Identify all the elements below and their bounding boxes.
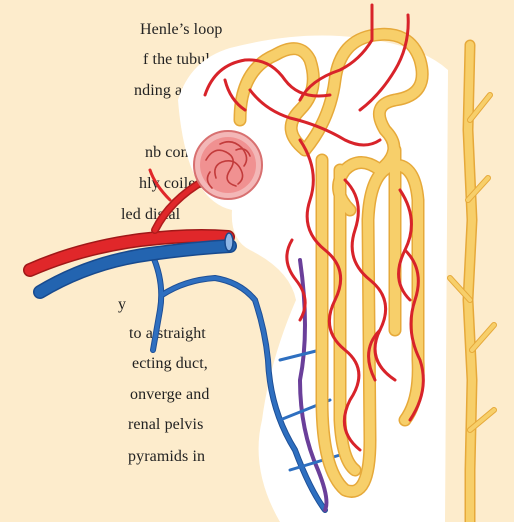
renal-vessels xyxy=(30,233,233,292)
glomerulus xyxy=(194,131,262,199)
collecting-duct xyxy=(450,45,494,522)
